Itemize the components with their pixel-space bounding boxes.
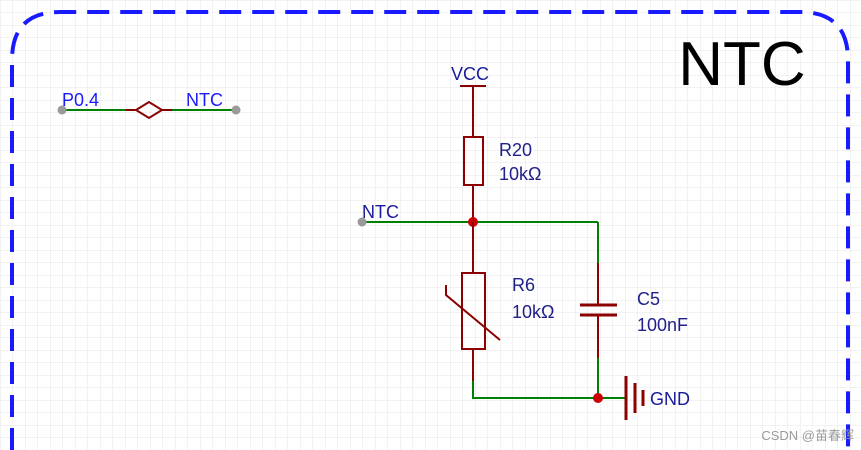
capacitor-c5[interactable] bbox=[580, 263, 617, 358]
c5-ref: C5 bbox=[637, 289, 660, 309]
r6-value: 10kΩ bbox=[512, 302, 554, 322]
r20-value: 10kΩ bbox=[499, 164, 541, 184]
net-label-gnd: GND bbox=[650, 389, 690, 409]
r20-ref: R20 bbox=[499, 140, 532, 160]
c5-value: 100nF bbox=[637, 315, 688, 335]
net-tie-p04-ntc[interactable] bbox=[57, 100, 241, 120]
pin-ntc-top[interactable] bbox=[231, 105, 241, 115]
sheet-title: NTC bbox=[678, 30, 805, 99]
net-label-vcc: VCC bbox=[451, 64, 489, 84]
net-label-ntc-left: NTC bbox=[362, 202, 399, 222]
net-label-ntc-top: NTC bbox=[186, 90, 223, 110]
gnd-symbol[interactable] bbox=[624, 376, 645, 420]
junction-gnd bbox=[593, 393, 603, 403]
pin-ntc-left[interactable] bbox=[357, 217, 367, 227]
net-label-p04: P0.4 bbox=[62, 90, 99, 110]
r6-ref: R6 bbox=[512, 275, 535, 295]
resistor-r20[interactable] bbox=[463, 86, 484, 222]
pin-p04[interactable] bbox=[57, 105, 67, 115]
thermistor-r6[interactable] bbox=[445, 222, 501, 381]
sheet-frame bbox=[10, 10, 850, 450]
wire-gnd bbox=[472, 381, 626, 399]
watermark: CSDN @苗春辉 bbox=[761, 428, 854, 443]
